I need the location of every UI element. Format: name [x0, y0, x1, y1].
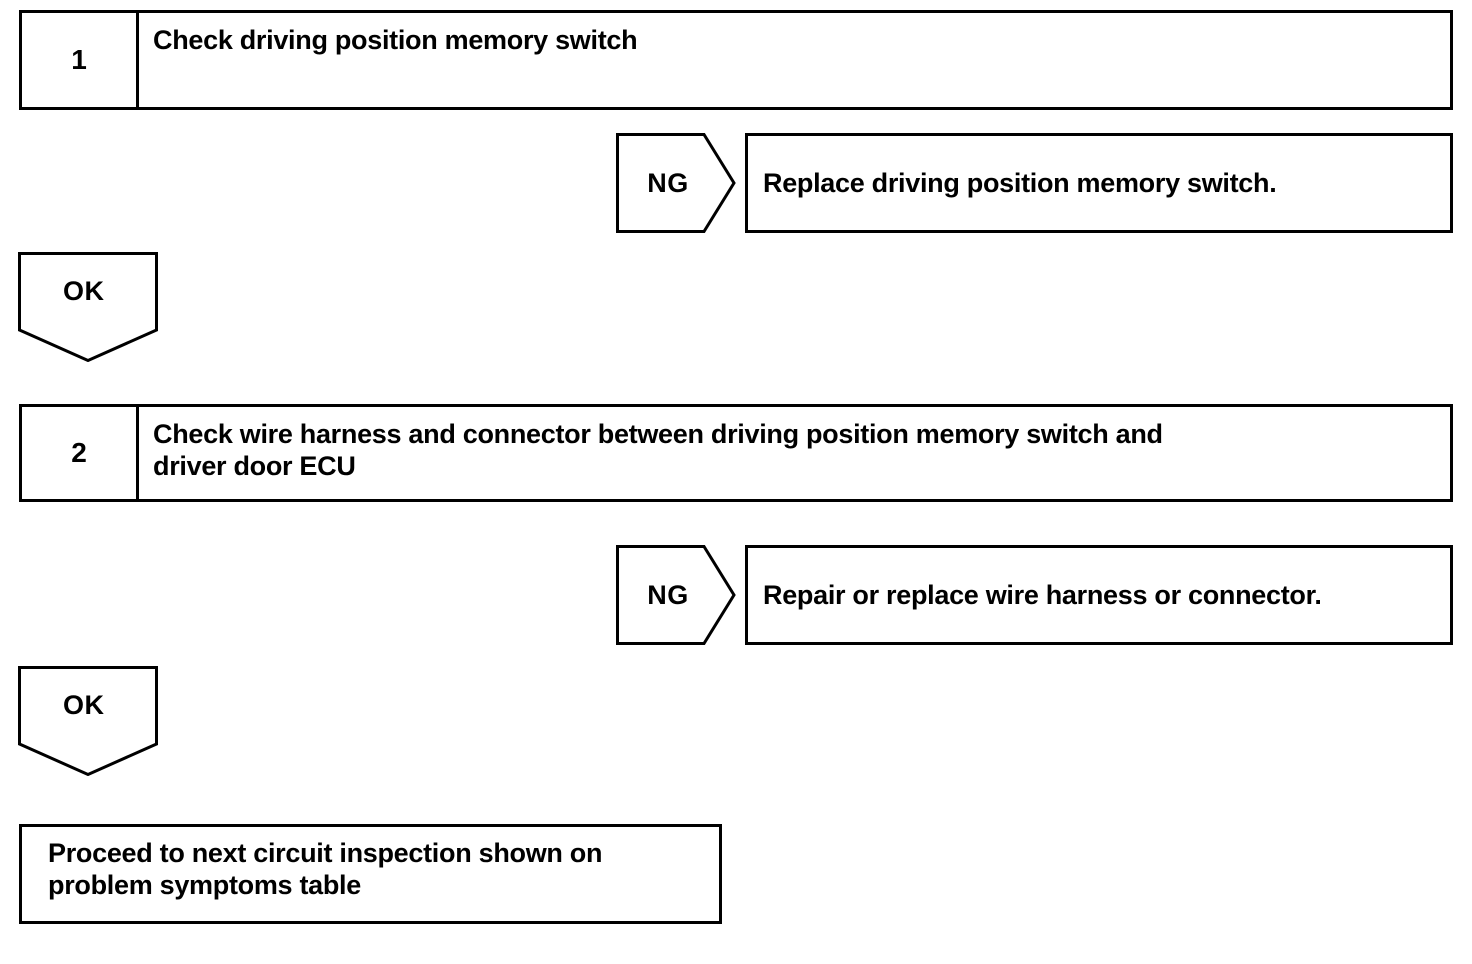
ng-action-box-2[interactable]: Repair or replace wire harness or connec…: [745, 545, 1453, 645]
ng-label-1: NG: [647, 167, 689, 198]
ng-action-text-2: Repair or replace wire harness or connec…: [763, 579, 1322, 610]
ok-pentagon-2: OK: [18, 666, 158, 776]
step-box-1[interactable]: 1 Check driving position memory switch: [19, 10, 1453, 110]
ok-pentagon-1: OK: [18, 252, 158, 362]
ok-label-1: OK: [63, 275, 105, 306]
step-text-2: Check wire harness and connector between…: [153, 419, 1163, 481]
step-text-1: Check driving position memory switch: [153, 25, 638, 55]
ng-label-2: NG: [647, 579, 689, 610]
ng-pentagon-2: NG: [616, 545, 736, 645]
ng-branch-2: NG Repair or replace wire harness or con…: [616, 545, 1453, 645]
step-text-cell-2: Check wire harness and connector between…: [139, 407, 1450, 499]
step-number-1: 1: [71, 44, 87, 75]
ng-action-box-1[interactable]: Replace driving position memory switch.: [745, 133, 1453, 233]
ng-action-text-1: Replace driving position memory switch.: [763, 167, 1277, 198]
step-number-2: 2: [71, 437, 87, 468]
final-outcome-text: Proceed to next circuit inspection shown…: [48, 838, 603, 900]
ok-label-2: OK: [63, 689, 105, 720]
step-text-cell-1: Check driving position memory switch: [139, 13, 1450, 107]
ng-branch-1: NG Replace driving position memory switc…: [616, 133, 1453, 233]
step-number-cell-1: 1: [22, 13, 139, 107]
step-box-2[interactable]: 2 Check wire harness and connector betwe…: [19, 404, 1453, 502]
final-outcome-box[interactable]: Proceed to next circuit inspection shown…: [19, 824, 722, 924]
ng-pentagon-1: NG: [616, 133, 736, 233]
step-number-cell-2: 2: [22, 407, 139, 499]
